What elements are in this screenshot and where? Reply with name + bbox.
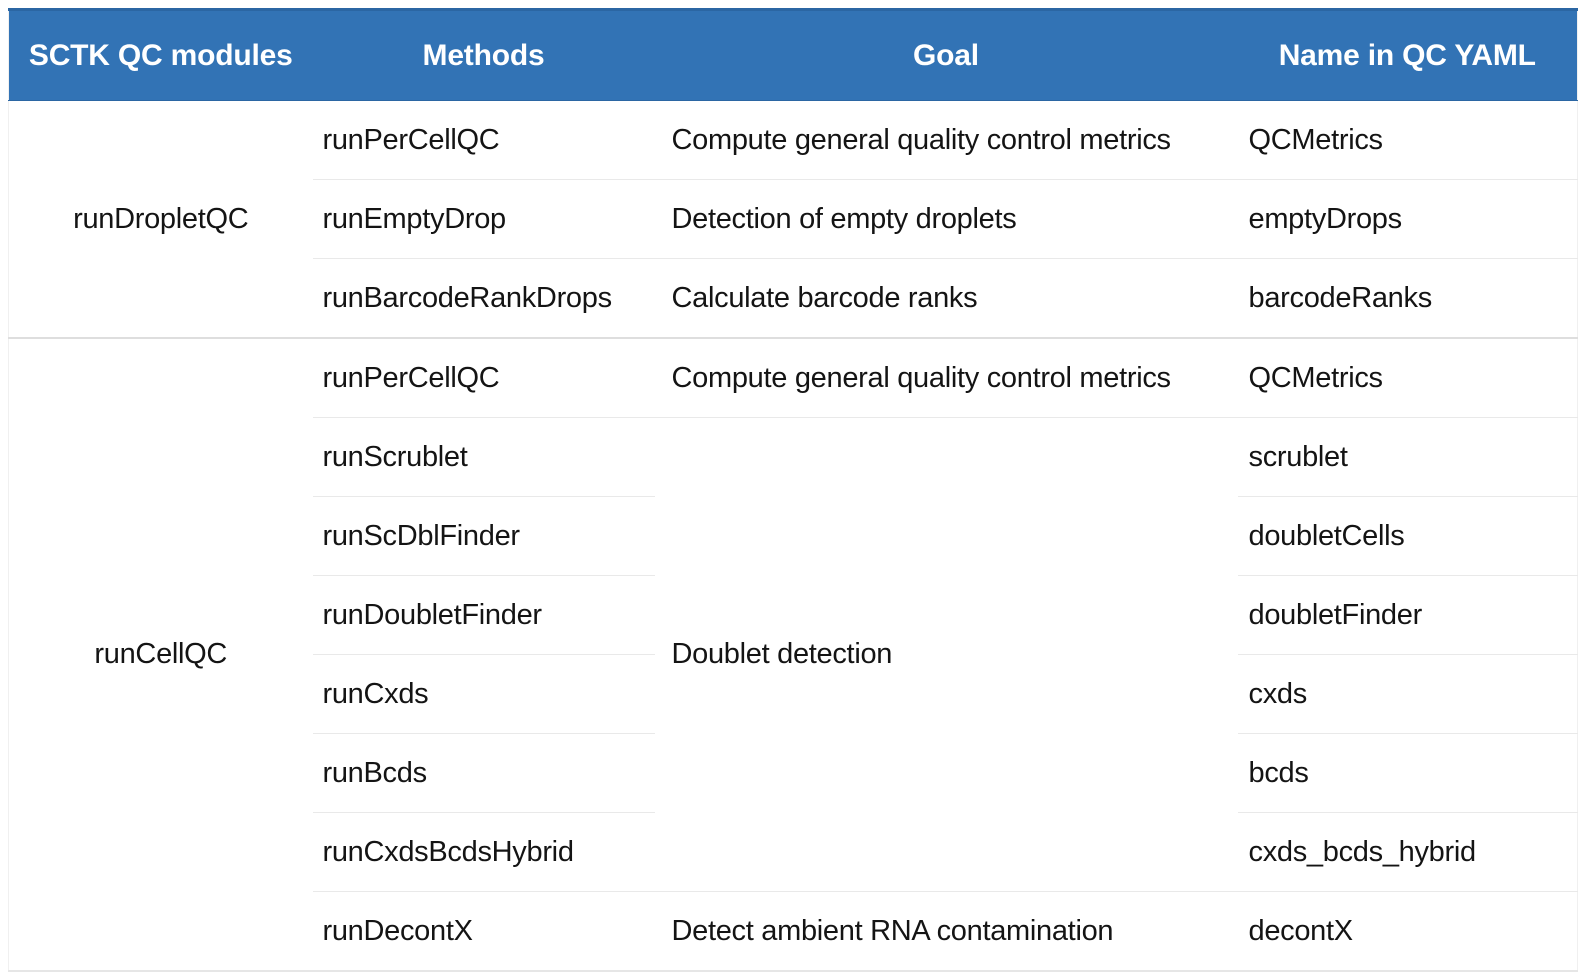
method-cell: runEmptyDrop — [312, 179, 655, 259]
table-row: runScrublet Doublet detection scrublet — [9, 417, 1578, 892]
yaml-cell: QCMetrics — [1237, 100, 1578, 180]
goal-cell-doublet-detection: Doublet detection — [654, 417, 1238, 892]
yaml-cell: cxds — [1237, 654, 1578, 734]
method-cell: runCxds — [312, 654, 655, 734]
goal-cell: Detect ambient RNA contamination — [654, 891, 1238, 971]
goal-cell: Calculate barcode ranks — [654, 258, 1238, 338]
table-row: runDropletQC runPerCellQC Compute genera… — [8, 100, 1578, 338]
method-cell: runScrublet — [312, 417, 655, 497]
yaml-cell: decontX — [1237, 891, 1578, 971]
sctk-qc-modules-table: SCTK QC modules Methods Goal Name in QC … — [8, 8, 1578, 972]
yaml-cell: emptyDrops — [1237, 179, 1578, 259]
method-cell: runDecontX — [312, 891, 655, 971]
method-cell: runPerCellQC — [312, 337, 655, 418]
module-cell-runcellqc: runCellQC — [8, 337, 313, 971]
yaml-cell: cxds_bcds_hybrid — [1237, 812, 1578, 892]
table-row: runDoubletFinder doubletFinder — [9, 575, 1578, 655]
goal-cell: Compute general quality control metrics — [654, 100, 1238, 180]
col-header-goal: Goal — [654, 8, 1238, 101]
table-row: runCxds cxds — [9, 654, 1578, 734]
table-row: runBcds bcds — [9, 733, 1578, 813]
yaml-cell: doubletFinder — [1237, 575, 1578, 655]
method-cell: runBcds — [312, 733, 655, 813]
yaml-cell: bcds — [1237, 733, 1578, 813]
table-row: runCxdsBcdsHybrid cxds_bcds_hybrid — [9, 812, 1578, 892]
method-cell: runBarcodeRankDrops — [312, 258, 655, 338]
method-cell: runCxdsBcdsHybrid — [312, 812, 655, 892]
method-cell: runPerCellQC — [312, 100, 655, 180]
method-cell: runDoubletFinder — [312, 575, 655, 655]
col-header-methods: Methods — [312, 8, 655, 101]
yaml-cell: doubletCells — [1237, 496, 1578, 576]
goal-cell: Detection of empty droplets — [654, 179, 1238, 259]
goal-cell: Compute general quality control metrics — [654, 337, 1238, 418]
table-row: runEmptyDrop Detection of empty droplets… — [9, 179, 1578, 259]
table-row: runDecontX Detect ambient RNA contaminat… — [9, 891, 1578, 971]
table-row: runBarcodeRankDrops Calculate barcode ra… — [9, 258, 1578, 338]
col-header-sctk-qc-modules: SCTK QC modules — [8, 8, 313, 101]
method-cell: runScDblFinder — [312, 496, 655, 576]
yaml-cell: QCMetrics — [1237, 337, 1578, 418]
module-cell-rundropletqc: runDropletQC — [8, 100, 313, 338]
yaml-cell: barcodeRanks — [1237, 258, 1578, 338]
yaml-cell: scrublet — [1237, 417, 1578, 497]
header-row: SCTK QC modules Methods Goal Name in QC … — [8, 8, 1578, 101]
table-row: runScDblFinder doubletCells — [9, 496, 1578, 576]
table-row: runCellQC runPerCellQC Compute general q… — [8, 337, 1578, 971]
col-header-name-in-qc-yaml: Name in QC YAML — [1237, 8, 1578, 101]
